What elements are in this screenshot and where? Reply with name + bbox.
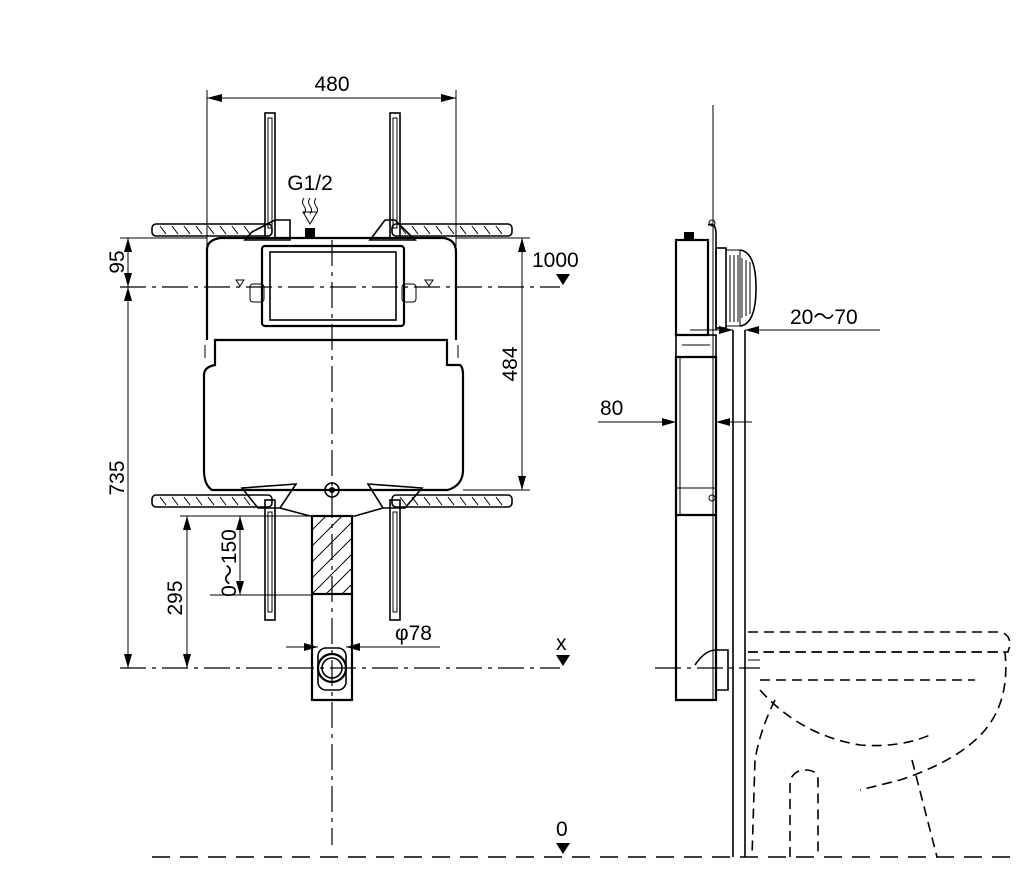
dimension-20-70: 20～70 xyxy=(690,306,880,334)
cistern-upper-outline xyxy=(205,236,458,340)
dimension-480: 480 xyxy=(206,73,457,340)
label-95: 95 xyxy=(106,250,129,273)
dimension-0-150: 0～150 xyxy=(210,516,312,597)
bottom-brackets xyxy=(151,482,513,517)
label-480: 480 xyxy=(314,73,349,96)
top-brackets xyxy=(151,219,513,241)
level-x-marker: x xyxy=(556,632,570,666)
label-dia78: φ78 xyxy=(395,622,432,645)
dimension-95: 95 xyxy=(106,237,207,287)
label-484: 484 xyxy=(499,346,522,381)
toilet-outline xyxy=(748,631,1011,858)
label-1000: 1000 xyxy=(532,249,579,272)
side-flush-plate xyxy=(715,247,757,329)
lower-mounting-rods xyxy=(264,499,401,621)
inspection-opening xyxy=(235,244,434,328)
level-1000-marker: 1000 xyxy=(532,249,579,285)
label-x: x xyxy=(556,632,567,655)
label-0-150: 0～150 xyxy=(218,529,241,597)
dimension-dia78: φ78 xyxy=(286,622,440,651)
front-view: 480 G1/2 xyxy=(106,73,579,845)
label-735: 735 xyxy=(106,460,129,495)
side-cistern-upper xyxy=(674,238,710,337)
dimension-735: 735 xyxy=(106,287,132,668)
side-view: 20～70 80 xyxy=(598,105,1011,858)
dimension-80: 80 xyxy=(598,397,752,426)
label-20-70: 20～70 xyxy=(790,306,858,329)
water-inlet: G1/2 xyxy=(287,172,333,238)
dimension-484: 484 xyxy=(456,237,530,491)
side-mid-frame xyxy=(675,334,717,358)
label-inlet: G1/2 xyxy=(287,172,333,195)
label-0: 0 xyxy=(556,818,568,841)
label-295: 295 xyxy=(164,580,187,615)
floor-level: 0 xyxy=(152,818,1010,858)
label-80: 80 xyxy=(600,397,623,420)
side-flush-pipe xyxy=(674,515,718,702)
cistern-tank xyxy=(202,338,465,492)
dimension-295: 295 xyxy=(164,515,312,668)
